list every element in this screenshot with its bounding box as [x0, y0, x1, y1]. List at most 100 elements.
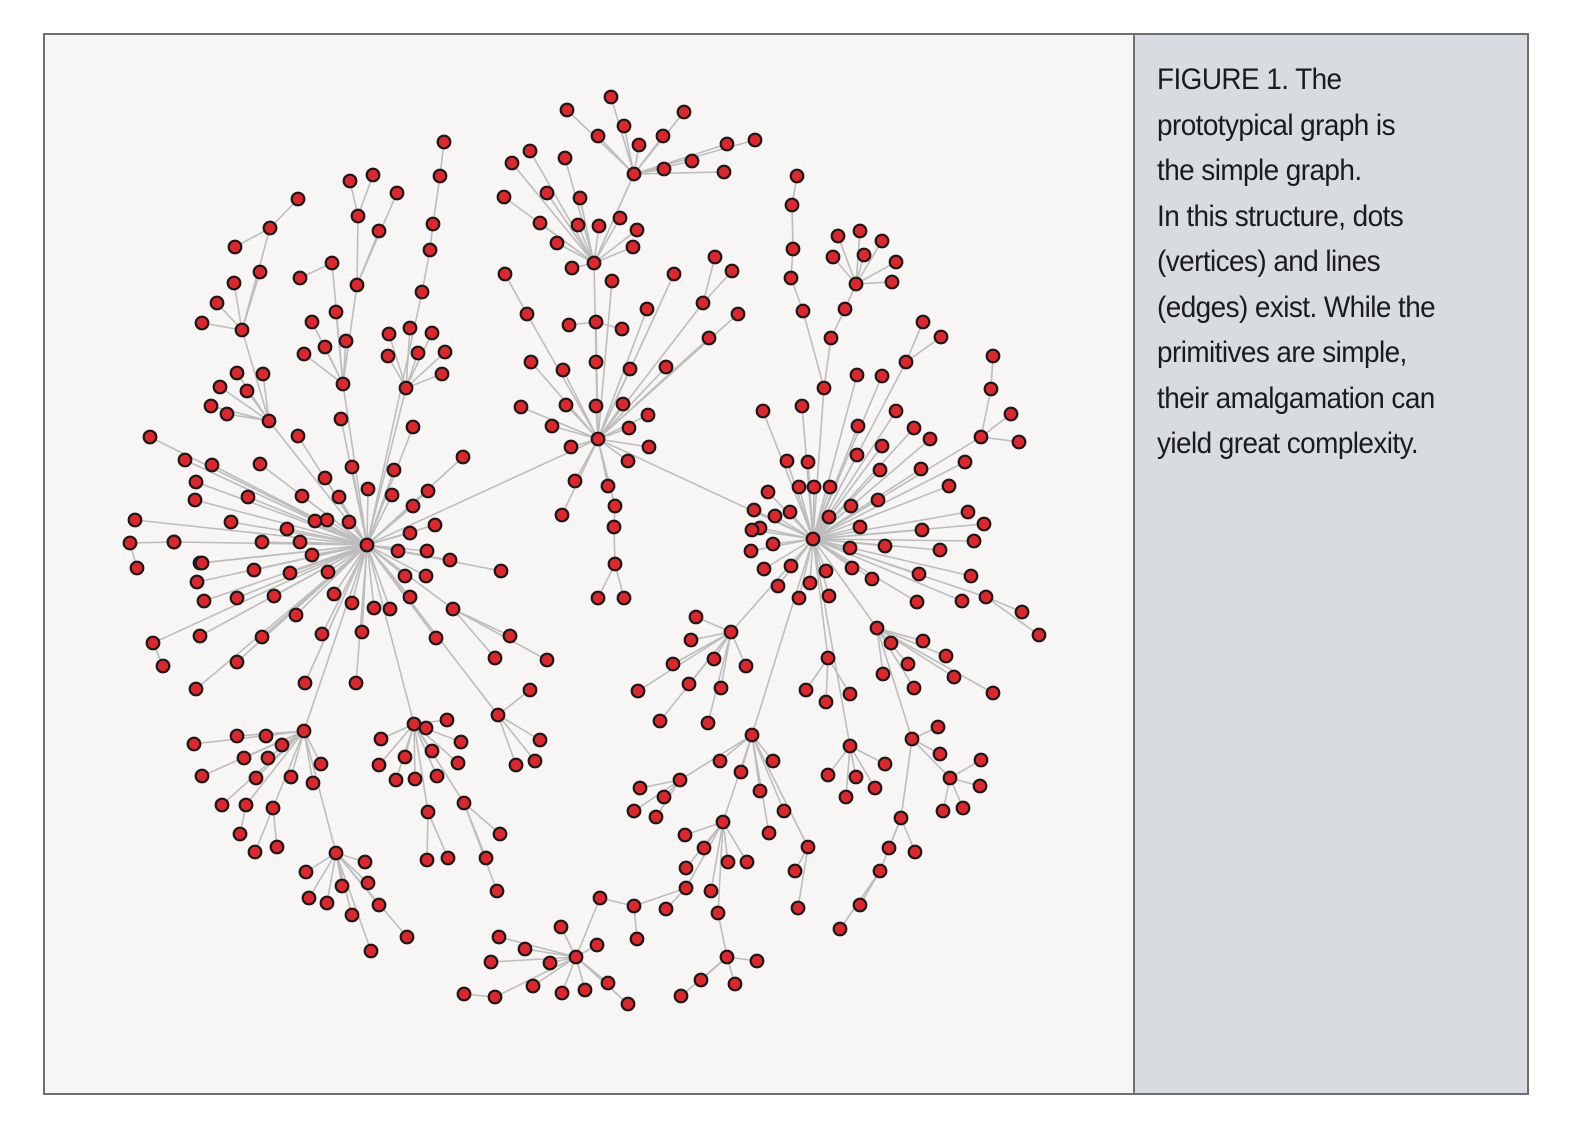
graph-vertex	[795, 303, 811, 319]
graph-vertex	[791, 590, 807, 606]
graph-vertex	[342, 173, 358, 189]
graph-edge	[707, 631, 732, 724]
graph-vertex	[265, 800, 281, 816]
graph-vertex	[440, 850, 456, 866]
graph-vertex	[915, 633, 931, 649]
graph-vertex	[496, 189, 512, 205]
graph-vertex	[881, 840, 897, 856]
graph-edge	[575, 897, 601, 958]
graph-vertex	[424, 325, 440, 341]
graph-vertex	[177, 452, 193, 468]
graph-edge	[504, 273, 528, 315]
graph-vertex	[906, 680, 922, 696]
graph-vertex	[713, 680, 729, 696]
graph-vertex	[344, 907, 360, 923]
graph-vertex	[656, 161, 672, 177]
graph-vertex	[335, 376, 351, 392]
figure-caption: FIGURE 1. The prototypical graph is the …	[1157, 57, 1520, 467]
graph-vertex	[344, 595, 360, 611]
graph-vertex	[730, 306, 746, 322]
graph-vertex	[549, 235, 565, 251]
graph-vertex	[658, 359, 674, 375]
graph-vertex	[563, 439, 579, 455]
graph-edge	[356, 215, 359, 286]
graph-vertex	[838, 789, 854, 805]
graph-vertex	[397, 749, 413, 765]
graph-edge	[524, 948, 577, 958]
graph-vertex	[542, 955, 558, 971]
graph-vertex	[532, 215, 548, 231]
graph-vertex	[219, 406, 235, 422]
graph-vertex	[561, 317, 577, 333]
graph-edge	[303, 353, 344, 385]
graph-vertex	[779, 453, 795, 469]
graph-vertex	[382, 601, 398, 617]
graph-edge	[564, 157, 595, 264]
graph-vertex	[142, 429, 158, 445]
graph-vertex	[239, 383, 255, 399]
graph-edge	[342, 284, 358, 385]
graph-vertex	[922, 431, 938, 447]
graph-vertex	[783, 558, 799, 574]
graph-vertex	[489, 883, 505, 899]
graph-vertex	[973, 752, 989, 768]
graph-vertex	[559, 102, 575, 118]
graph-edge	[849, 745, 876, 789]
graph-vertex	[568, 949, 584, 965]
graph-vertex	[238, 797, 254, 813]
graph-vertex	[427, 517, 443, 533]
graph-edge	[236, 544, 368, 599]
graph-vertex	[930, 719, 946, 735]
graph-vertex	[420, 483, 436, 499]
graph-vertex	[621, 420, 637, 436]
graph-vertex	[232, 826, 248, 842]
graph-vertex	[744, 727, 760, 743]
graph-vertex	[625, 239, 641, 255]
graph-vertex	[872, 863, 888, 879]
graph-vertex	[261, 413, 277, 429]
graph-vertex	[326, 586, 342, 602]
graph-vertex	[539, 185, 555, 201]
graph-vertex	[681, 676, 697, 692]
caption-line: In this structure, dots	[1157, 199, 1404, 233]
graph-edge	[230, 521, 368, 546]
graph-vertex	[269, 839, 285, 855]
graph-vertex	[849, 367, 865, 383]
graph-vertex	[328, 304, 344, 320]
graph-vertex	[707, 249, 723, 265]
graph-vertex	[341, 514, 357, 530]
graph-vertex	[558, 397, 574, 413]
graph-vertex	[450, 755, 466, 771]
graph-vertex	[331, 489, 347, 505]
graph-vertex	[877, 756, 893, 772]
graph-edge	[326, 852, 337, 904]
graph-vertex	[911, 566, 927, 582]
graph-vertex	[888, 403, 904, 419]
graph-edge	[254, 807, 274, 853]
graph-edge	[340, 418, 368, 546]
graph-vertex	[254, 534, 270, 550]
graph-edge	[593, 217, 621, 264]
graph-vertex	[236, 750, 252, 766]
graph-vertex	[357, 854, 373, 870]
graph-vertex	[359, 537, 375, 553]
graph-edge	[221, 730, 305, 806]
graph-vertex	[455, 449, 471, 465]
graph-vertex	[761, 825, 777, 841]
graph-vertex	[782, 504, 798, 520]
graph-vertex	[842, 540, 858, 556]
graph-vertex	[818, 694, 834, 710]
graph-vertex	[806, 479, 822, 495]
graph-vertex	[592, 890, 608, 906]
graph-vertex	[776, 803, 792, 819]
graph-vertex	[328, 845, 344, 861]
graph-edge	[812, 538, 829, 659]
graph-edge	[750, 538, 814, 552]
graph-vertex	[960, 504, 976, 520]
graph-vertex	[360, 875, 376, 891]
graph-edge	[801, 405, 814, 540]
graph-vertex	[229, 590, 245, 606]
caption-line: their amalgamation can	[1157, 381, 1435, 415]
graph-vertex	[614, 321, 630, 337]
graph-vertex	[676, 104, 692, 120]
